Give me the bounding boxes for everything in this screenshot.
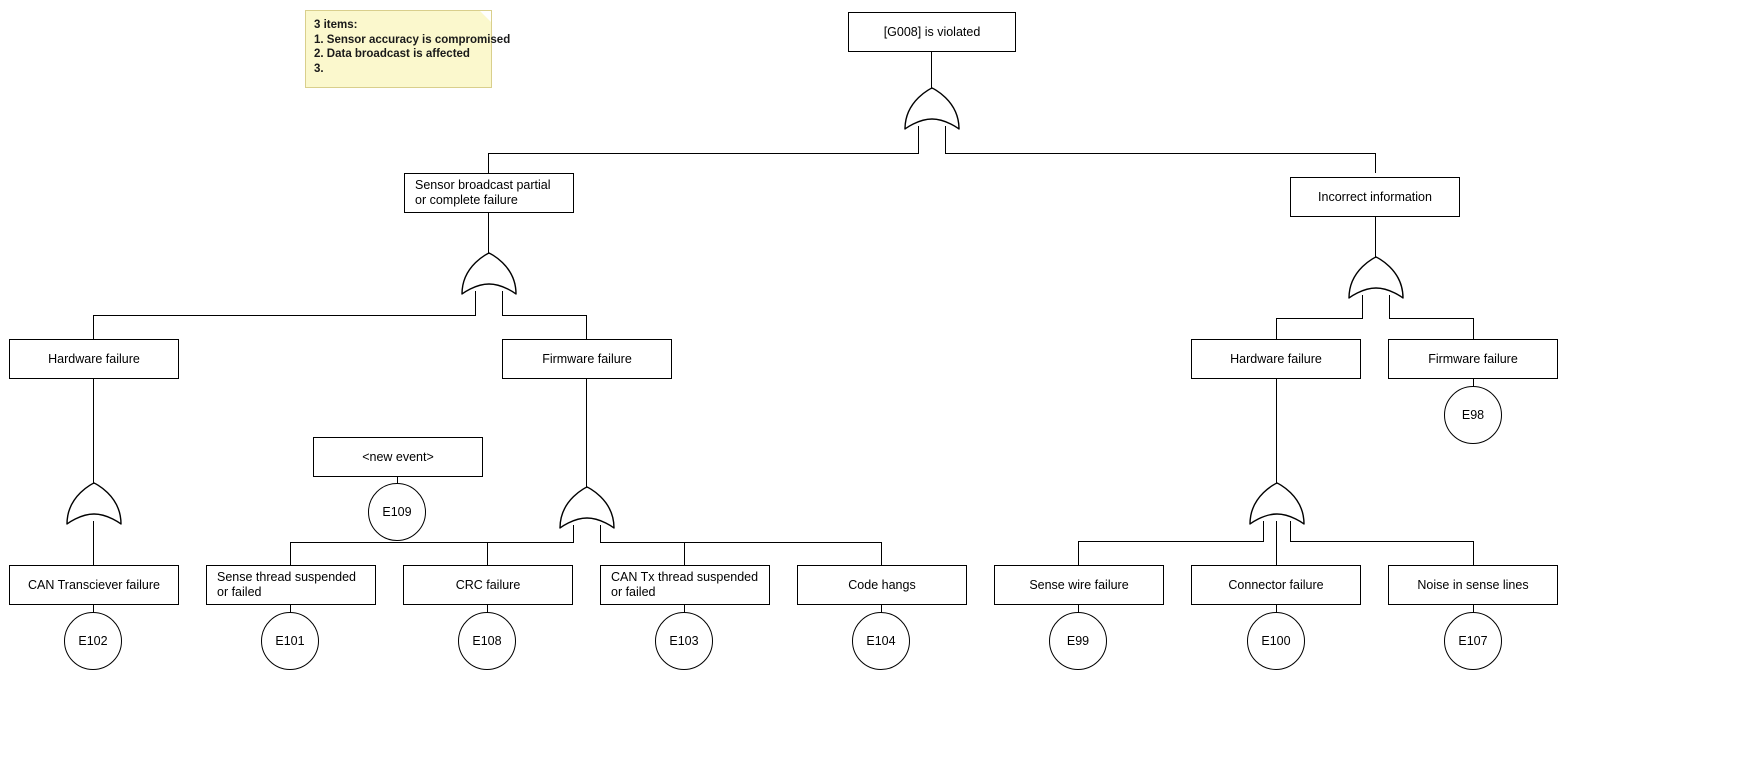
link-right-hardware-gate-leg-right <box>1290 521 1292 542</box>
leaf-box-can-transciever-failure[interactable]: CAN Transciever failure <box>9 565 179 605</box>
node-new-event[interactable]: <new event> <box>313 437 483 477</box>
event-circle-e98[interactable]: E98 <box>1444 386 1502 444</box>
node-root-g008[interactable]: [G008] is violated <box>848 12 1016 52</box>
link-leaf-to-e100 <box>1276 605 1278 613</box>
event-circle-e99[interactable]: E99 <box>1049 612 1107 670</box>
link-drop-left-firmware <box>586 315 588 339</box>
node-right-hardware-failure[interactable]: Hardware failure <box>1191 339 1361 379</box>
note-line-0: 3 items: <box>314 19 358 31</box>
link-leaf-to-e102 <box>93 605 95 613</box>
link-bus-level3-left-b <box>502 315 587 317</box>
link-right-gate-leg-left <box>1362 295 1364 319</box>
link-bus-level3-right-a <box>1276 318 1363 320</box>
event-circle-e103[interactable]: E103 <box>655 612 713 670</box>
link-bus-level3-left-a <box>93 315 476 317</box>
link-bus-level2-left <box>488 153 919 155</box>
link-right-hardware-gate-leg-left <box>1263 521 1265 542</box>
event-circle-e108[interactable]: E108 <box>458 612 516 670</box>
gate-left-hardware-or-gate[interactable] <box>64 482 124 527</box>
gate-root-or-gate[interactable] <box>902 87 962 132</box>
link-left-gate-leg-right <box>502 291 504 316</box>
link-left-hardware-gate-to-leaf <box>93 521 95 565</box>
link-right-hardware-to-gate <box>1276 379 1278 483</box>
link-bus-level2-right <box>945 153 1376 155</box>
link-root-to-gate <box>931 52 933 88</box>
link-bus-level3-right-b <box>1389 318 1474 320</box>
link-left-hardware-to-gate <box>93 379 95 483</box>
leaf-box-sense-wire-failure[interactable]: Sense wire failure <box>994 565 1164 605</box>
link-bus-firmware-leaves-b <box>600 542 882 544</box>
event-circle-e100[interactable]: E100 <box>1247 612 1305 670</box>
link-leaf-to-e107 <box>1473 605 1475 613</box>
link-left-firmware-gate-leg-right <box>600 525 602 543</box>
gate-right-branch-or-gate[interactable] <box>1346 256 1406 301</box>
annotation-note[interactable]: 3 items: 1. Sensor accuracy is compromis… <box>305 10 511 88</box>
note-line-3: 3. <box>314 62 324 75</box>
node-left-hardware-failure[interactable]: Hardware failure <box>9 339 179 379</box>
gate-left-firmware-or-gate[interactable] <box>557 486 617 531</box>
node-incorrect-information[interactable]: Incorrect information <box>1290 177 1460 217</box>
link-incorrect-info-to-gate <box>1375 217 1377 257</box>
link-bus-drop-level2-left <box>488 153 490 173</box>
leaf-box-code-hangs[interactable]: Code hangs <box>797 565 967 605</box>
leaf-box-can-tx-thread-suspended[interactable]: CAN Tx thread suspended or failed <box>600 565 770 605</box>
link-drop-crc-failure <box>487 542 489 565</box>
link-right-firmware-to-e98 <box>1473 379 1475 387</box>
link-right-hardware-gate-leg-mid <box>1276 521 1278 565</box>
link-drop-code-hangs <box>881 542 883 565</box>
link-bus-drop-level2-right <box>1375 153 1377 173</box>
link-root-gate-leg-right <box>945 126 947 154</box>
link-new-event-to-e109 <box>397 477 399 484</box>
node-left-firmware-failure[interactable]: Firmware failure <box>502 339 672 379</box>
node-sensor-broadcast-failure[interactable]: Sensor broadcast partial or complete fai… <box>404 173 574 213</box>
note-fold-corner <box>480 11 491 22</box>
leaf-box-noise-in-sense-lines[interactable]: Noise in sense lines <box>1388 565 1558 605</box>
link-bus-firmware-leaves-a <box>290 542 574 544</box>
link-leaf-to-e103 <box>684 605 686 613</box>
link-leaf-to-e101 <box>290 605 292 613</box>
link-drop-sense-wire <box>1078 541 1080 565</box>
node-right-firmware-failure[interactable]: Firmware failure <box>1388 339 1558 379</box>
link-bus-right-hardware-b <box>1290 541 1474 543</box>
link-root-gate-leg-left <box>918 126 920 154</box>
event-circle-e101[interactable]: E101 <box>261 612 319 670</box>
link-left-firmware-to-gate <box>586 379 588 487</box>
event-circle-e109[interactable]: E109 <box>368 483 426 541</box>
link-bus-right-hardware-a <box>1078 541 1264 543</box>
gate-left-branch-or-gate[interactable] <box>459 252 519 297</box>
event-circle-e102[interactable]: E102 <box>64 612 122 670</box>
event-circle-e104[interactable]: E104 <box>852 612 910 670</box>
link-drop-noise-sense-lines <box>1473 541 1475 565</box>
link-left-gate-leg-left <box>475 291 477 316</box>
link-sensor-broadcast-to-gate <box>488 213 490 253</box>
note-line-2: 2. Data broadcast is affected <box>314 48 470 60</box>
link-leaf-to-e99 <box>1078 605 1080 613</box>
gate-right-hardware-or-gate[interactable] <box>1247 482 1307 527</box>
link-drop-left-hardware <box>93 315 95 339</box>
link-drop-right-firmware <box>1473 318 1475 339</box>
link-drop-right-hardware <box>1276 318 1278 339</box>
link-leaf-to-e104 <box>881 605 883 613</box>
leaf-box-crc-failure[interactable]: CRC failure <box>403 565 573 605</box>
link-left-firmware-gate-leg-left <box>573 525 575 543</box>
link-right-gate-leg-right <box>1389 295 1391 319</box>
leaf-box-connector-failure[interactable]: Connector failure <box>1191 565 1361 605</box>
link-drop-can-tx-thread <box>684 542 686 565</box>
leaf-box-sense-thread-suspended[interactable]: Sense thread suspended or failed <box>206 565 376 605</box>
note-line-1: 1. Sensor accuracy is compromised <box>314 33 511 46</box>
link-drop-sense-thread <box>290 542 292 565</box>
link-leaf-to-e108 <box>487 605 489 613</box>
event-circle-e107[interactable]: E107 <box>1444 612 1502 670</box>
